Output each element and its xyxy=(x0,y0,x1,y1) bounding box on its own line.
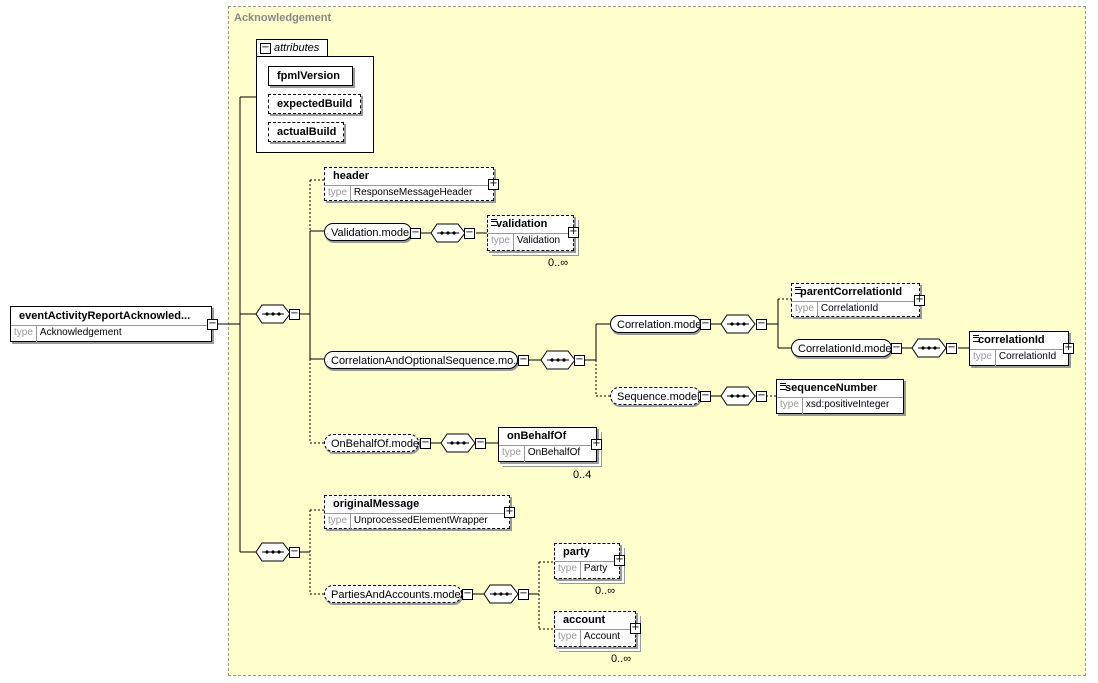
collapse-toggle-icon[interactable]: − xyxy=(464,227,475,239)
element-type: Validation xyxy=(516,235,561,246)
sequence-compositor-validation xyxy=(430,223,466,243)
expand-icon[interactable]: + xyxy=(568,226,579,238)
type-key: type xyxy=(325,514,351,530)
cardinality-party: 0..∞ xyxy=(595,585,616,597)
root-type: Acknowledgement xyxy=(39,327,122,338)
expand-icon[interactable]: + xyxy=(591,438,602,450)
sequence-compositor-2 xyxy=(255,542,291,562)
documentation-icon xyxy=(795,287,801,294)
element-name: correlationId xyxy=(978,334,1045,346)
collapse-toggle-icon[interactable]: − xyxy=(289,546,300,558)
element-type: ResponseMessageHeader xyxy=(353,187,473,198)
attributes-tab[interactable]: − attributes xyxy=(256,39,328,57)
collapse-toggle-icon[interactable]: − xyxy=(518,588,529,600)
sequence-compositor-correlation-seq xyxy=(540,350,576,370)
collapse-toggle-icon[interactable]: − xyxy=(410,227,421,239)
type-key: type xyxy=(555,630,581,646)
group-correlation-sequence[interactable]: CorrelationAndOptionalSequence.mo... xyxy=(324,351,522,369)
cardinality-onbehalfof: 0..4 xyxy=(573,469,592,481)
type-key: type xyxy=(777,398,803,414)
collapse-root-icon[interactable]: − xyxy=(207,318,218,330)
element-name: parentCorrelationId xyxy=(800,286,903,298)
attribute-actualbuild[interactable]: actualBuild xyxy=(268,122,344,142)
element-name: header xyxy=(333,170,370,182)
element-type: xsd:positiveInteger xyxy=(805,399,890,410)
group-parties-accounts-model[interactable]: PartiesAndAccounts.model xyxy=(324,585,463,603)
type-key: type xyxy=(11,326,37,342)
region-title: Acknowledgement xyxy=(234,12,332,24)
type-key: type xyxy=(555,562,581,578)
expand-icon[interactable]: + xyxy=(630,622,641,634)
root-element[interactable]: eventActivityReportAcknowled... type Ack… xyxy=(10,306,212,342)
collapse-toggle-icon[interactable]: − xyxy=(700,390,711,402)
collapse-toggle-icon[interactable]: − xyxy=(756,390,767,402)
expand-icon[interactable]: + xyxy=(504,506,515,518)
element-name: party xyxy=(563,546,590,558)
attribute-fpmlversion[interactable]: fpmlVersion xyxy=(268,66,353,86)
expand-icon[interactable]: + xyxy=(1063,342,1074,354)
type-key: type xyxy=(792,302,818,318)
root-element-name: eventActivityReportAcknowled... xyxy=(19,310,191,322)
type-key: type xyxy=(325,186,351,202)
element-type: Party xyxy=(583,563,608,574)
collapse-toggle-icon[interactable]: − xyxy=(518,354,529,366)
collapse-toggle-icon[interactable]: − xyxy=(700,318,711,330)
collapse-toggle-icon[interactable]: − xyxy=(475,437,486,449)
group-correlationid-model[interactable]: CorrelationId.model xyxy=(791,339,894,357)
sequence-compositor-parties xyxy=(483,584,519,604)
documentation-icon xyxy=(491,219,497,226)
collapse-toggle-icon[interactable]: − xyxy=(289,308,300,320)
element-name: originalMessage xyxy=(333,498,420,510)
group-correlation-model[interactable]: Correlation.model xyxy=(610,315,704,333)
group-onbehalfof-model[interactable]: OnBehalfOf.model xyxy=(324,434,422,452)
collapse-toggle-icon[interactable]: − xyxy=(946,342,957,354)
sequence-compositor-correlation xyxy=(720,314,756,334)
element-name: account xyxy=(563,614,606,626)
collapse-toggle-icon[interactable]: − xyxy=(420,437,431,449)
collapse-toggle-icon[interactable]: − xyxy=(462,588,473,600)
type-key: type xyxy=(499,446,525,462)
element-type: UnprocessedElementWrapper xyxy=(353,515,488,526)
group-sequence-model[interactable]: Sequence.model xyxy=(610,387,701,405)
element-type: Account xyxy=(583,631,621,642)
expand-icon[interactable]: + xyxy=(488,178,499,190)
group-validation-model[interactable]: Validation.model xyxy=(324,223,412,241)
element-name: validation xyxy=(496,218,548,230)
collapse-toggle-icon[interactable]: − xyxy=(574,354,585,366)
cardinality-validation: 0..∞ xyxy=(548,257,569,269)
sequence-compositor-1 xyxy=(255,304,291,324)
expand-icon[interactable]: + xyxy=(914,294,925,306)
attributes-label: attributes xyxy=(274,42,320,54)
documentation-icon xyxy=(973,335,979,342)
element-type: OnBehalfOf xyxy=(527,447,581,458)
element-type: CorrelationId xyxy=(820,303,879,314)
collapse-attributes-icon[interactable]: − xyxy=(260,42,271,54)
collapse-toggle-icon[interactable]: − xyxy=(756,318,767,330)
type-key: type xyxy=(970,350,996,366)
expand-icon[interactable]: + xyxy=(614,554,625,566)
collapse-toggle-icon[interactable]: − xyxy=(891,342,902,354)
attribute-expectedbuild[interactable]: expectedBuild xyxy=(268,94,361,114)
cardinality-account: 0..∞ xyxy=(611,653,632,665)
element-name: sequenceNumber xyxy=(785,382,878,394)
sequence-compositor-sequence xyxy=(720,386,756,406)
element-name: onBehalfOf xyxy=(507,430,567,442)
type-key: type xyxy=(488,234,514,250)
element-type: CorrelationId xyxy=(998,351,1057,362)
sequence-compositor-onbehalfof xyxy=(440,433,476,453)
documentation-icon xyxy=(780,383,786,390)
sequence-compositor-correlationid xyxy=(911,338,947,358)
